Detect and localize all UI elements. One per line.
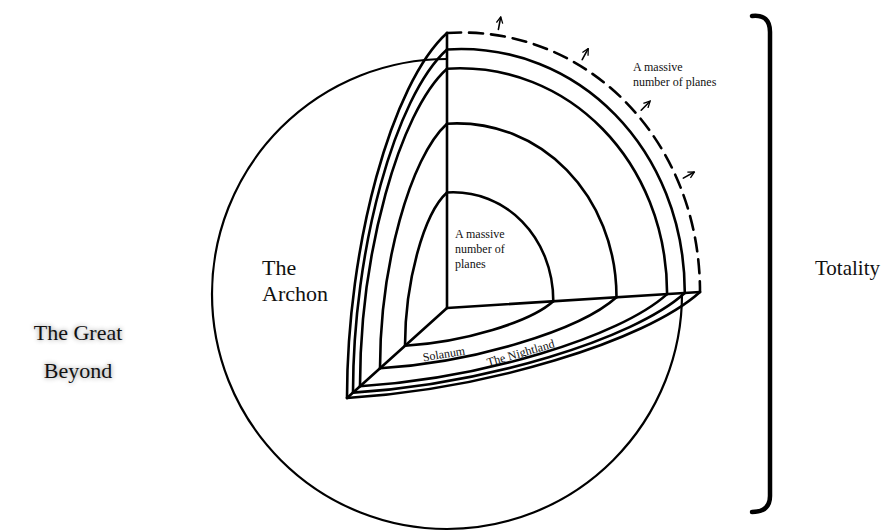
totality-bracket (752, 16, 770, 512)
expansion-arrow (641, 102, 649, 111)
plane-band: The Nightland (482, 331, 558, 369)
region-note: A massive number of planes (633, 60, 719, 90)
bracket-label: Totality (815, 255, 880, 281)
shell-arc (405, 193, 447, 346)
shell-arc (347, 292, 700, 398)
shell-arc (380, 297, 617, 368)
shell-arc (353, 293, 685, 393)
bracket-label: Totality (815, 255, 880, 281)
plane-band: Solanum (418, 338, 467, 364)
expansion-arrow (498, 18, 500, 30)
expansion-arrow (683, 172, 694, 178)
region-name: The Archon (262, 255, 332, 307)
shell-arc (380, 124, 447, 369)
shell-arc (353, 50, 447, 393)
outer-region-name: The Great Beyond (23, 314, 133, 390)
region-note: A massive number of planes (633, 60, 719, 90)
shell-arc (447, 68, 667, 294)
wedge-edge (446, 33, 449, 308)
planes-core: A massive number of planes (453, 225, 515, 274)
outer-region-name: The Great Beyond (23, 314, 133, 390)
archon-circle: The Archon A massive number of planesSola… (212, 59, 682, 529)
band-name: The Nightland (485, 337, 556, 370)
expansion-arrow (582, 49, 588, 60)
shell-arc (447, 123, 617, 297)
band-name: Solanum (421, 344, 465, 365)
shell-arc (447, 192, 553, 301)
region-name: A massive number of planes (455, 227, 513, 272)
archon-circle-line (212, 59, 682, 529)
